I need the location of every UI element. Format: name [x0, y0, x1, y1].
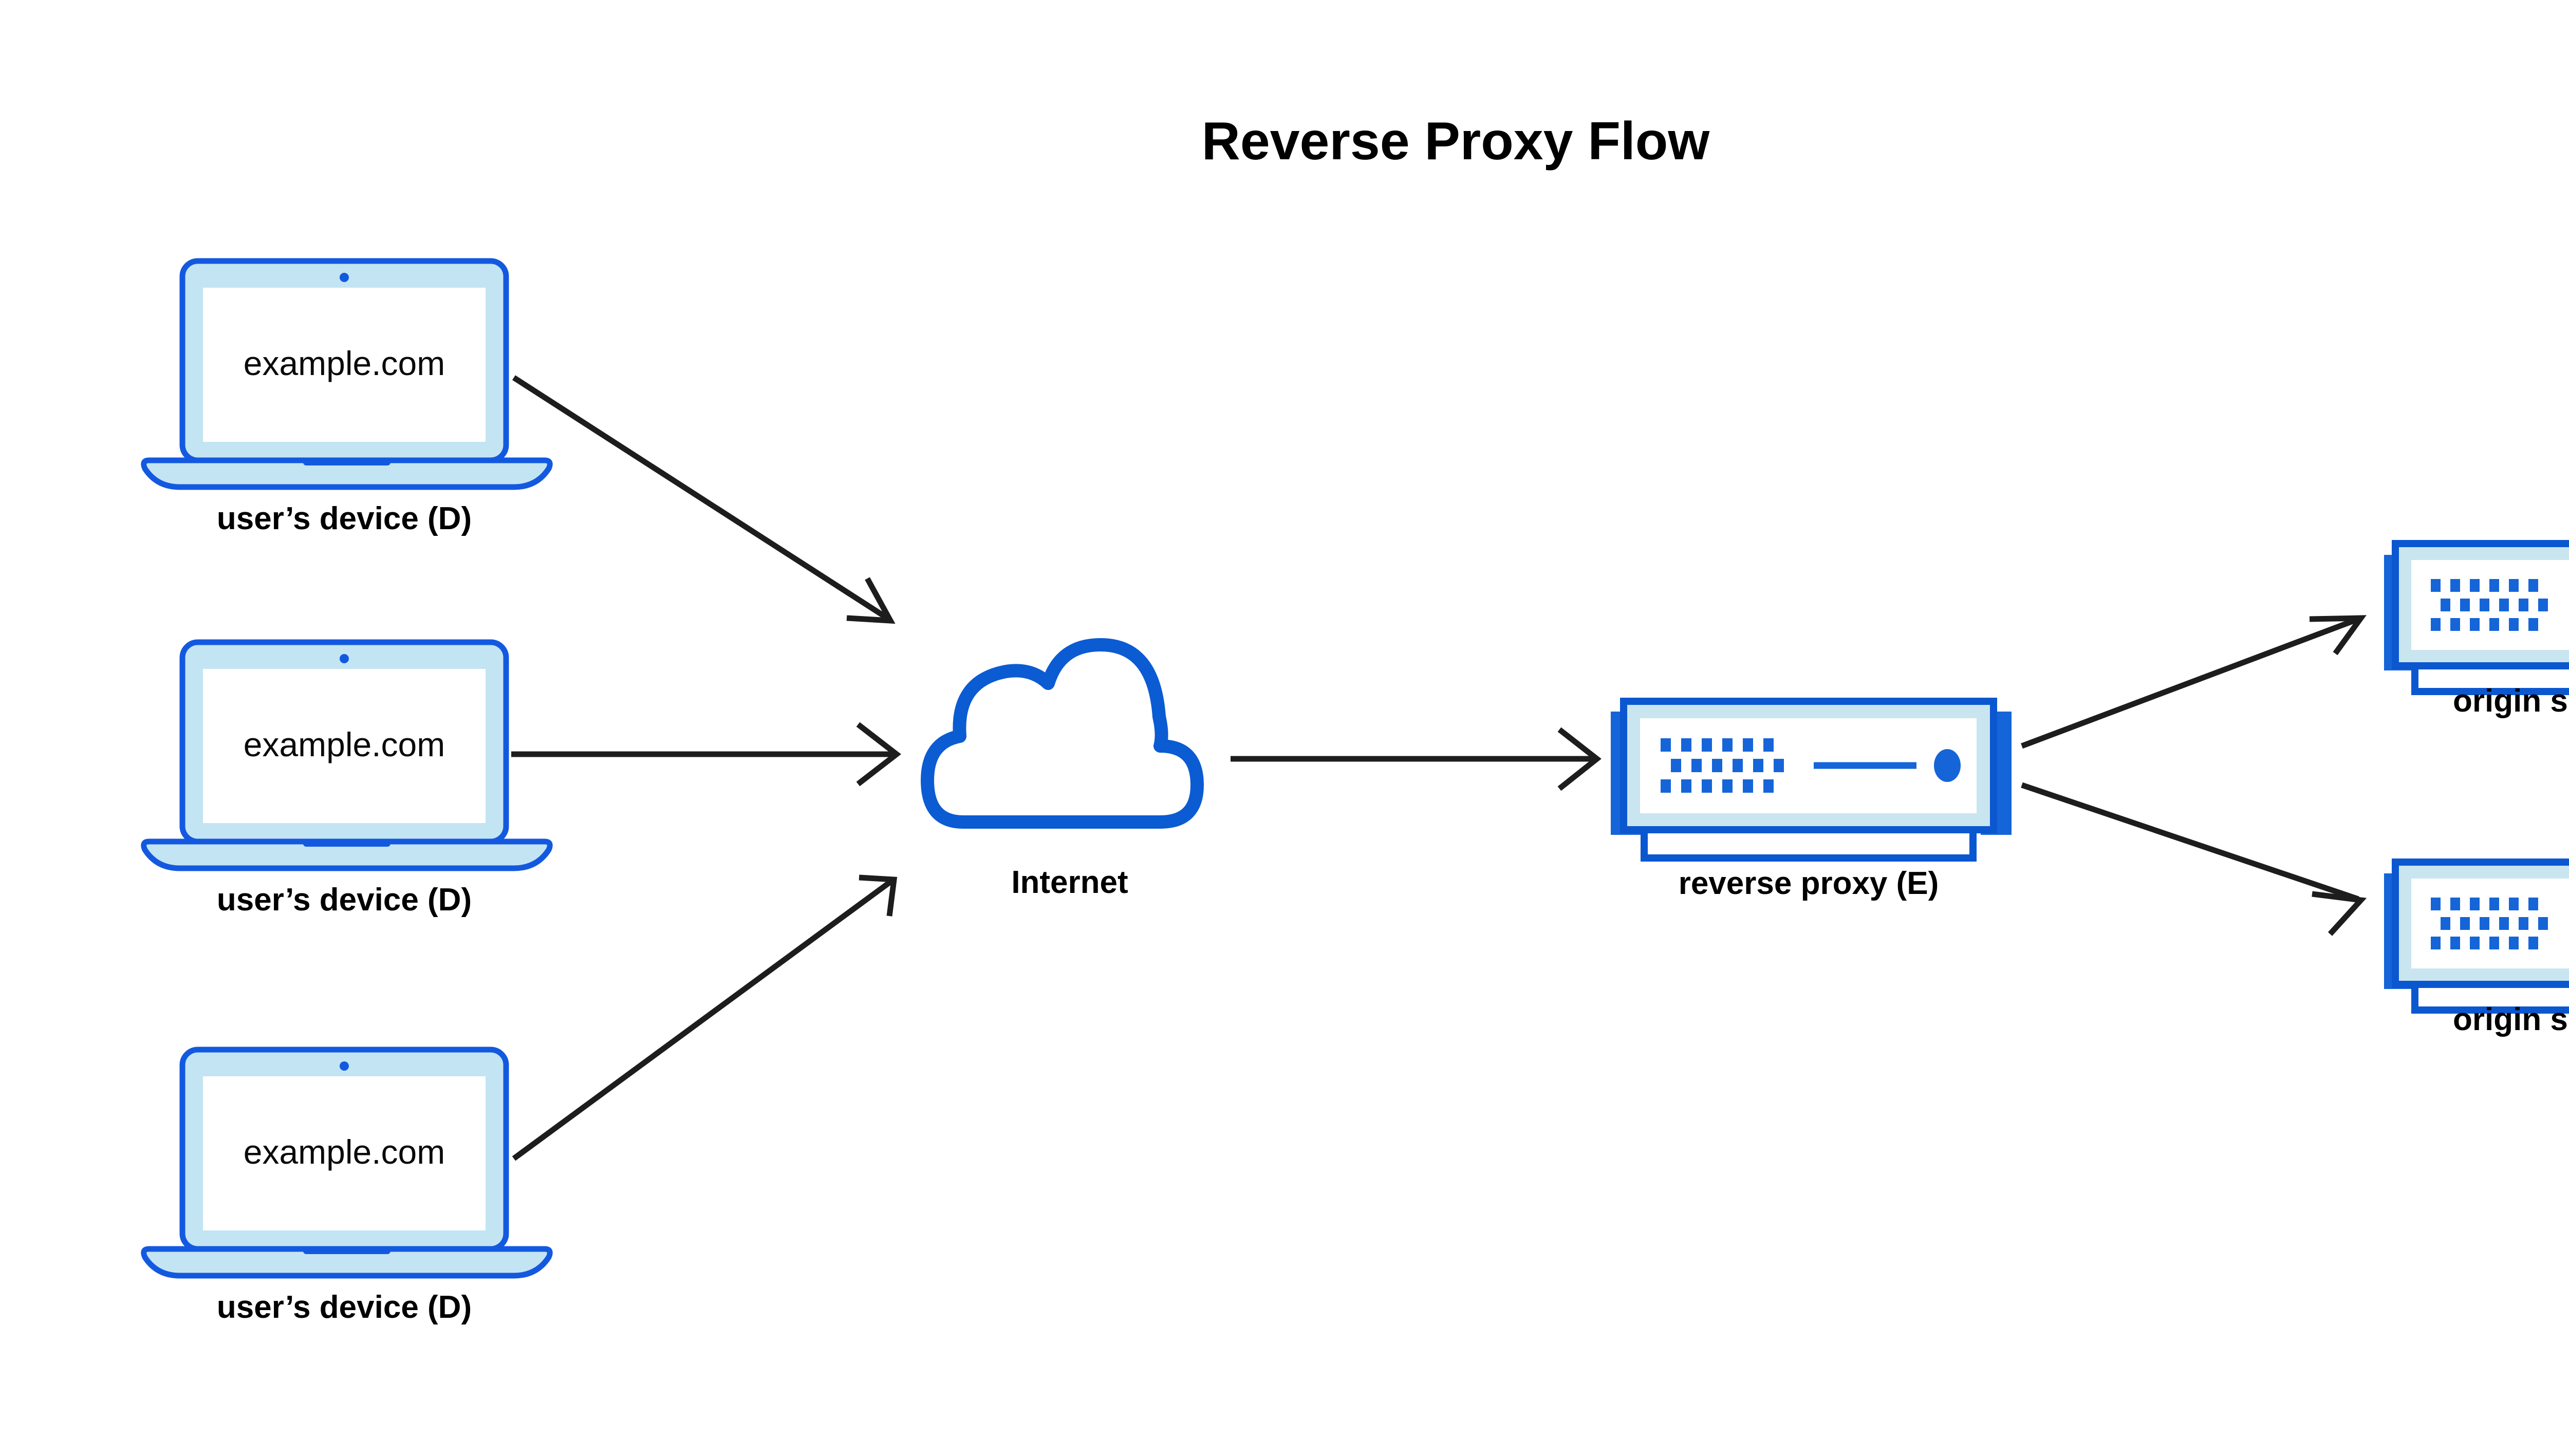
cloud-icon [921, 638, 1204, 829]
reverse-proxy-node[interactable]: reverse proxy (E) [1611, 698, 2012, 901]
reverse-proxy-label: reverse proxy (E) [1679, 866, 1939, 901]
server-icon [2384, 858, 2569, 1014]
internet-label: Internet [1011, 865, 1128, 900]
webcam-icon [340, 654, 349, 663]
laptop-screen [203, 1076, 486, 1230]
edge-client-bottom-to-internet [512, 874, 898, 1161]
edge-client-top-to-internet [512, 375, 896, 624]
laptop-base [141, 838, 553, 871]
origin-top-label: origin server (F) [2453, 683, 2569, 719]
server-icon [2384, 540, 2569, 695]
client-top-label: user’s device (D) [217, 501, 472, 536]
edge-client-middle-to-internet [511, 722, 901, 787]
server-face [1640, 718, 1977, 813]
origin-top-node[interactable]: origin server (F) [2384, 540, 2569, 719]
laptop-screen-text: example.com [244, 725, 445, 763]
client-middle-label: user’s device (D) [217, 882, 472, 918]
edge-proxy-to-origin-bottom [2021, 782, 2367, 936]
client-bottom-node[interactable]: example.com user’s device (D) [141, 1047, 553, 1325]
laptop-screen [203, 669, 486, 823]
server-icon [1611, 698, 2012, 862]
laptop-screen-text: example.com [244, 344, 445, 382]
laptop-base [141, 457, 553, 490]
origin-bottom-node[interactable]: origin server (F) [2384, 858, 2569, 1037]
edge-internet-to-proxy [1231, 727, 1602, 791]
laptop-icon [141, 1047, 553, 1279]
webcam-icon [340, 1061, 349, 1071]
server-status-light [1934, 749, 1961, 782]
webcam-icon [340, 273, 349, 282]
server-vent-grid [2431, 898, 2548, 949]
client-bottom-label: user’s device (D) [217, 1290, 472, 1325]
laptop-screen [203, 288, 486, 442]
laptop-base [141, 1246, 553, 1279]
client-top-node[interactable]: example.com user’s device (D) [141, 258, 553, 536]
laptop-base-notch [303, 458, 390, 465]
laptop-base-notch [303, 1247, 390, 1254]
laptop-base-notch [303, 839, 390, 847]
laptop-screen-text: example.com [244, 1133, 445, 1171]
client-middle-node[interactable]: example.com user’s device (D) [141, 639, 553, 918]
server-vent-grid [2431, 579, 2548, 631]
laptop-icon [141, 258, 553, 490]
page-title: Reverse Proxy Flow [1202, 111, 1710, 171]
origin-bottom-label: origin server (F) [2453, 1002, 2569, 1037]
server-vent-grid [1661, 738, 1784, 793]
edge-proxy-to-origin-top [2021, 615, 2367, 749]
internet-node[interactable]: Internet [921, 638, 1204, 900]
laptop-icon [141, 639, 553, 871]
